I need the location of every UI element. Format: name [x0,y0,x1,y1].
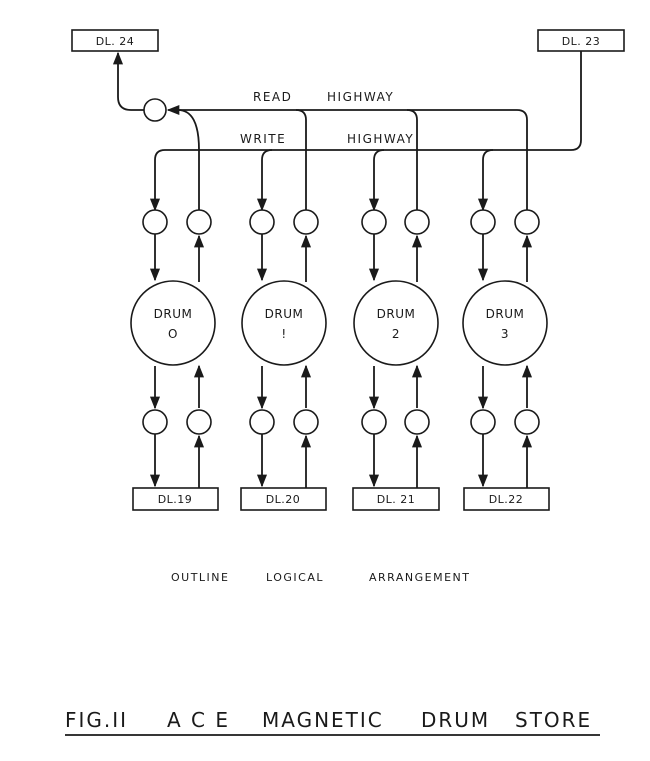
box-dl19: DL.19 [132,487,219,511]
dl24-feed-line [112,51,155,111]
read-highway-label: READ [253,90,292,104]
box-dl21: DL. 21 [352,487,440,511]
write-branch-drum3 [477,149,494,212]
drum-1 [241,280,327,366]
write-amp-top-drum1 [249,209,275,235]
read-branch-drum1 [295,109,307,220]
drum-2-number: 2 [392,327,400,341]
drum-column-3: DRUM 3 [462,209,548,488]
box-dl22-label: DL.22 [489,493,524,506]
write-amp-bottom-drum3 [470,409,496,435]
read-highway-line [166,104,528,220]
write-amp-bottom-drum0 [142,409,168,435]
drum-2 [353,280,439,366]
box-dl20: DL.20 [240,487,327,511]
write-highway-label: WRITE [240,132,286,146]
read-amp-top-drum1 [293,209,319,235]
drum-0-number: O [168,327,178,341]
read-amp-top-drum2 [404,209,430,235]
title-word-1: A C E [167,708,230,732]
dl23-feed-line [149,51,582,212]
drum-1-label: DRUM [265,307,304,321]
write-amp-top-drum2 [361,209,387,235]
drum-0-label: DRUM [154,307,193,321]
read-amp-top-drum3 [514,209,540,235]
write-branch-drum2 [368,149,385,212]
drum-2-label: DRUM [377,307,416,321]
subtitle-word-1: OUTLINE [171,571,229,584]
read-branch-drum2 [406,109,418,220]
subtitle-word-3: ARRANGEMENT [369,571,470,584]
drum-3-number: 3 [501,327,509,341]
box-dl22: DL.22 [463,487,550,511]
title-word-4: STORE [515,708,592,732]
box-dl19-label: DL.19 [158,493,193,506]
title-word-3: DRUM [421,708,490,732]
title-word-2: MAGNETIC [262,708,384,732]
drum-column-1: DRUM ! [241,209,327,488]
drum-3 [462,280,548,366]
write-amp-top-drum3 [470,209,496,235]
drum-0 [130,280,216,366]
write-amp-top-drum0 [142,209,168,235]
read-collector-node [143,98,167,122]
drum-column-0: DRUM O [130,209,216,488]
box-dl24: DL. 24 [71,29,159,52]
read-branch-drum0 [177,109,200,220]
box-dl23-label: DL. 23 [562,35,601,48]
diagram-subtitle: OUTLINE LOGICAL ARRANGEMENT [171,571,470,584]
write-amp-bottom-drum1 [249,409,275,435]
box-dl20-label: DL.20 [266,493,301,506]
read-amp-bottom-drum2 [404,409,430,435]
read-amp-top-drum0 [186,209,212,235]
figure-title: FIG.II A C E MAGNETIC DRUM STORE [65,708,600,736]
write-branch-drum1 [256,149,273,212]
write-amp-bottom-drum2 [361,409,387,435]
drum-column-2: DRUM 2 [353,209,439,488]
write-highway-label-2: HIGHWAY [347,132,414,146]
drum-1-number: ! [281,327,286,341]
figure-number: FIG.II [65,708,128,732]
drum-3-label: DRUM [486,307,525,321]
box-dl21-label: DL. 21 [377,493,416,506]
subtitle-word-2: LOGICAL [266,571,324,584]
box-dl23: DL. 23 [537,29,625,52]
read-amp-bottom-drum3 [514,409,540,435]
box-dl24-label: DL. 24 [96,35,135,48]
read-amp-bottom-drum0 [186,409,212,435]
read-highway-label-2: HIGHWAY [327,90,394,104]
read-amp-bottom-drum1 [293,409,319,435]
